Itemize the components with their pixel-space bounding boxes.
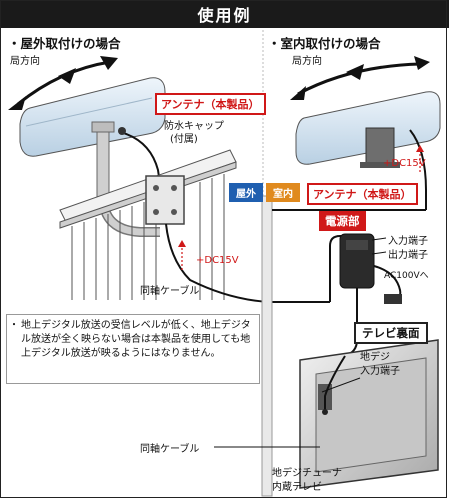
tv-back-label: テレビ裏面 (354, 322, 428, 344)
outdoor-coax-cable (165, 223, 330, 303)
waterproof-cap-sub-label: (付属) (170, 134, 198, 145)
indoor-antenna-cable (409, 129, 427, 210)
indoor-direction-arrow (290, 56, 430, 100)
television (299, 339, 439, 489)
outdoor-direction-label: 局方向 (10, 56, 40, 67)
outdoor-antenna (19, 77, 166, 157)
usage-note-text: 地上デジタル放送の受信レベルが低く、地上デジタル放送が全く映らない場合は本製品を… (21, 320, 251, 359)
outdoor-antenna-label: アンテナ（本製品） (155, 93, 266, 115)
outdoor-direction-arrow (8, 56, 118, 110)
power-unit-label: 電源部 (319, 211, 366, 231)
waterproof-cap-label: 防水キャップ (164, 121, 224, 132)
outdoor-zone-badge: 屋外 (229, 183, 263, 202)
indoor-antenna-label: アンテナ（本製品） (307, 183, 418, 205)
indoor-antenna (295, 91, 441, 168)
ac-power-label: AC100Vへ (384, 271, 429, 281)
input-terminal-label: 入力端子 (388, 236, 428, 247)
mounting-bracket (145, 175, 185, 225)
page-title: 使用例 (0, 0, 449, 28)
outdoor-section-title: ・屋外取付けの場合 (8, 36, 121, 51)
tv-terminal-label-line1: 地デジ (360, 352, 390, 363)
outdoor-coax-label: 同軸ケーブル (140, 286, 200, 297)
indoor-zone-badge: 室内 (266, 183, 300, 202)
output-terminal-label: 出力端子 (388, 250, 428, 261)
ac-plug-icon (384, 294, 402, 304)
indoor-direction-label: 局方向 (292, 56, 322, 67)
indoor-section-title: ・室内取付けの場合 (268, 36, 381, 51)
tuner-tv-label-line2: 内蔵テレビ (272, 482, 322, 493)
tv-input-terminal-icon (322, 409, 328, 415)
tuner-tv-label-line1: 地デジチューナ (272, 468, 342, 479)
waterproof-cap-icon (118, 127, 126, 135)
tv-coax-cable (324, 355, 346, 410)
outdoor-dc-label: +DC15V (196, 255, 239, 266)
usage-note: 地上デジタル放送の受信レベルが低く、地上デジタル放送が全く映らない場合は本製品を… (6, 314, 260, 384)
tv-terminal-label-line2: 入力端子 (360, 366, 400, 377)
tv-coax-label: 同軸ケーブル (140, 444, 200, 455)
indoor-dc-label: +DC15V (383, 158, 426, 169)
